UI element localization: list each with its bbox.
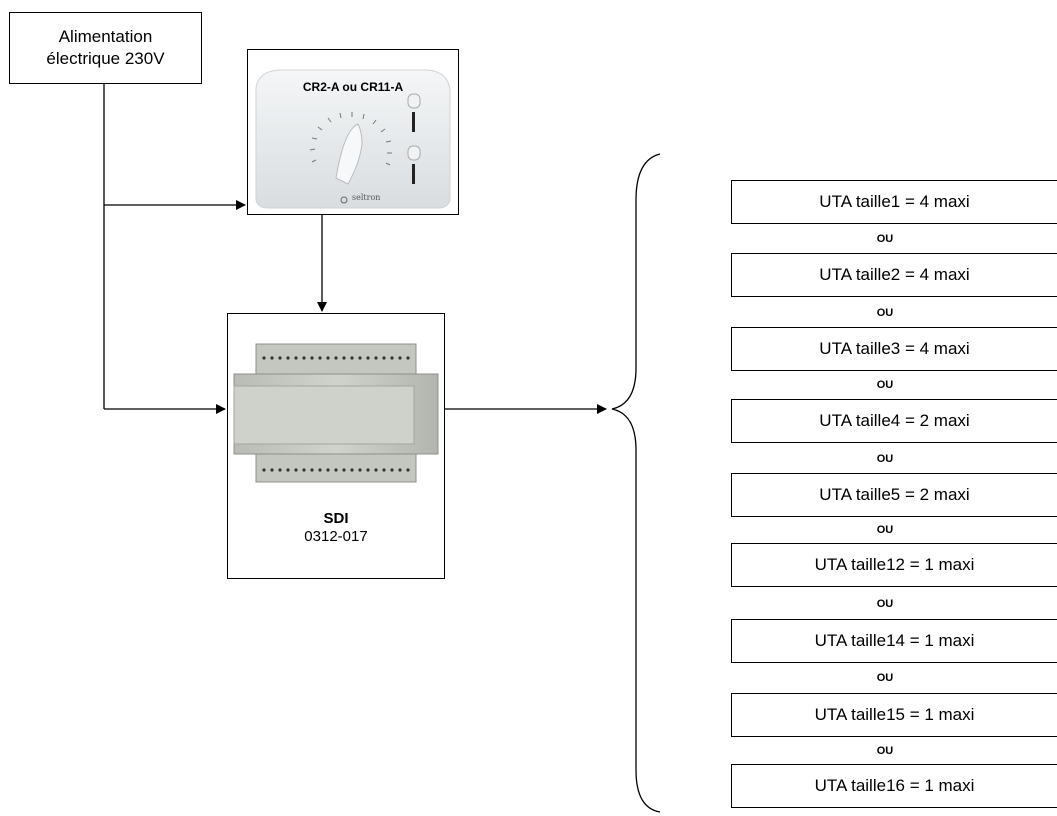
separator-label: OU xyxy=(876,453,894,465)
uta-option-box: UTA taille15 = 1 maxi xyxy=(731,693,1057,737)
separator-label: OU xyxy=(876,524,894,536)
uta-option-box: UTA taille4 = 2 maxi xyxy=(731,399,1057,443)
thermostat-model-label: CR2-A ou CR11-A xyxy=(302,80,404,94)
uta-option-box: UTA taille16 = 1 maxi xyxy=(731,764,1057,808)
thermostat-box: CR2-A ou CR11-A seltron xyxy=(247,49,459,215)
separator-label: OU xyxy=(876,598,894,610)
separator-label: OU xyxy=(876,233,894,245)
uta-option-box: UTA taille5 = 2 maxi xyxy=(731,473,1057,517)
sdi-module-box: SDI 0312-017 xyxy=(227,313,445,579)
uta-option-box: UTA taille2 = 4 maxi xyxy=(731,253,1057,297)
sdi-module-reference: 0312-017 xyxy=(304,528,368,545)
separator-label: OU xyxy=(876,745,894,757)
separator-label: OU xyxy=(876,379,894,391)
power-supply-line2: électrique 230V xyxy=(46,49,165,68)
uta-option-box: UTA taille14 = 1 maxi xyxy=(731,619,1057,663)
sdi-module-illustration xyxy=(233,343,439,483)
uta-option-box: UTA taille12 = 1 maxi xyxy=(731,543,1057,587)
sdi-module-name: SDI xyxy=(323,510,349,527)
power-supply-line1: Alimentation xyxy=(58,27,153,46)
separator-label: OU xyxy=(876,307,894,319)
power-supply-box: Alimentation électrique 230V xyxy=(9,12,202,84)
thermostat-illustration xyxy=(248,50,458,214)
uta-option-box: UTA taille3 = 4 maxi xyxy=(731,327,1057,371)
thermostat-brand-label: seltron xyxy=(352,193,381,202)
separator-label: OU xyxy=(876,672,894,684)
output-brace xyxy=(611,153,661,813)
uta-option-box: UTA taille1 = 4 maxi xyxy=(731,180,1057,224)
